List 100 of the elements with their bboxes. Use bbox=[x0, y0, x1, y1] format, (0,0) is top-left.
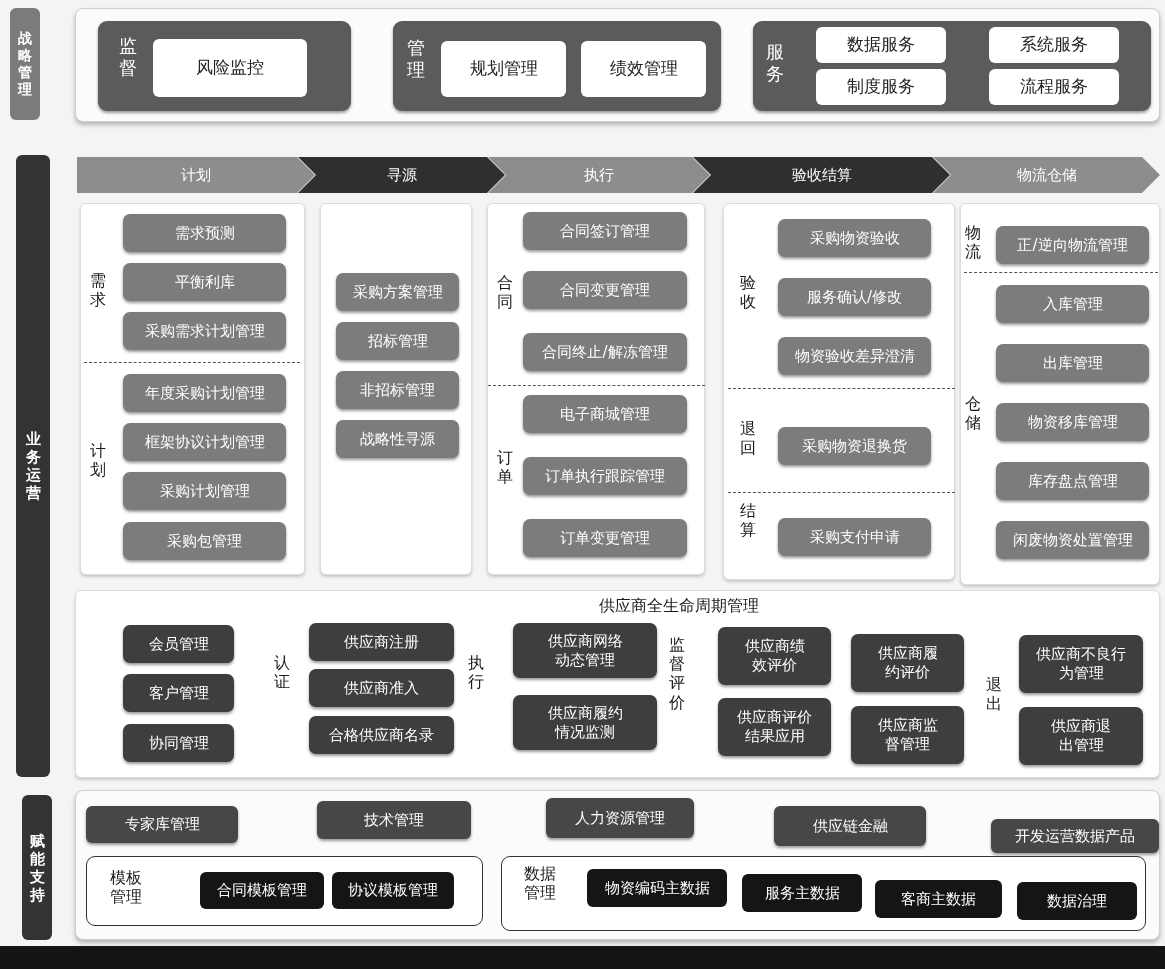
function-box: 流程服务 bbox=[989, 69, 1119, 105]
group-box bbox=[393, 21, 721, 111]
panel-background bbox=[75, 790, 1160, 940]
group-label: 仓储 bbox=[964, 394, 982, 433]
function-box: 技术管理 bbox=[317, 801, 471, 839]
group-box bbox=[753, 21, 1151, 111]
column-card bbox=[80, 203, 305, 575]
phase-banner: 计划 bbox=[77, 157, 315, 193]
group-label: 需求 bbox=[89, 271, 107, 310]
function-box: 系统服务 bbox=[989, 27, 1119, 63]
group-label: 合同 bbox=[496, 273, 514, 312]
function-box: 采购需求计划管理 bbox=[123, 312, 286, 350]
function-box: 数据服务 bbox=[816, 27, 946, 63]
function-box: 采购物资退换货 bbox=[778, 427, 931, 465]
function-box: 年度采购计划管理 bbox=[123, 374, 286, 412]
column-card bbox=[320, 203, 472, 575]
function-box: 框架协议计划管理 bbox=[123, 423, 286, 461]
group-label: 服务 bbox=[765, 41, 785, 85]
function-box: 入库管理 bbox=[996, 285, 1149, 323]
function-box: 合同变更管理 bbox=[523, 271, 687, 309]
function-box: 开发运营数据产品 bbox=[991, 819, 1159, 853]
function-box: 协议模板管理 bbox=[332, 872, 454, 909]
function-box: 供应商网络动态管理 bbox=[513, 623, 657, 678]
panel-background bbox=[75, 8, 1160, 122]
function-box: 采购物资验收 bbox=[778, 219, 931, 257]
function-box: 订单变更管理 bbox=[523, 519, 687, 557]
group-label: 退出 bbox=[985, 675, 1003, 714]
function-box: 战略性寻源 bbox=[336, 420, 459, 458]
section-heading: 供应商全生命周期管理 bbox=[599, 596, 759, 616]
function-box: 物资编码主数据 bbox=[587, 869, 727, 907]
group-label: 物流 bbox=[964, 223, 982, 262]
group-box bbox=[86, 856, 483, 926]
function-box: 客商主数据 bbox=[875, 880, 1002, 918]
function-box: 物资移库管理 bbox=[996, 403, 1149, 441]
function-box: 物资验收差异澄清 bbox=[778, 337, 931, 375]
function-box: 正/逆向物流管理 bbox=[996, 226, 1149, 264]
function-box: 专家库管理 bbox=[86, 806, 238, 843]
function-box: 供应链金融 bbox=[774, 806, 926, 846]
function-box: 客户管理 bbox=[123, 674, 234, 712]
function-box: 采购支付申请 bbox=[778, 518, 931, 556]
layer-label-bar: 业务运营 bbox=[16, 155, 50, 777]
layer-label-bar: 赋能支持 bbox=[22, 795, 52, 940]
function-box: 供应商准入 bbox=[309, 669, 454, 707]
column-card bbox=[960, 203, 1160, 585]
function-box: 平衡利库 bbox=[123, 263, 286, 301]
function-box: 合同终止/解冻管理 bbox=[523, 333, 687, 371]
function-box: 采购计划管理 bbox=[123, 472, 286, 510]
group-label: 管理 bbox=[406, 37, 426, 81]
function-box: 采购方案管理 bbox=[336, 273, 459, 311]
group-label: 监督评价 bbox=[668, 635, 686, 712]
function-box: 供应商履约情况监测 bbox=[513, 695, 657, 750]
phase-banner: 物流仓储 bbox=[933, 157, 1160, 193]
function-box: 合同签订管理 bbox=[523, 212, 687, 250]
column-card bbox=[487, 203, 705, 575]
phase-banner: 寻源 bbox=[298, 157, 505, 193]
function-box: 供应商不良行为管理 bbox=[1019, 635, 1143, 693]
group-label: 监督 bbox=[118, 35, 138, 79]
group-label: 数据管理 bbox=[524, 864, 557, 903]
function-box: 供应商退出管理 bbox=[1019, 707, 1143, 765]
function-box: 供应商评价结果应用 bbox=[718, 698, 831, 756]
function-box: 协同管理 bbox=[123, 724, 234, 762]
group-box bbox=[98, 21, 351, 111]
function-box: 供应商注册 bbox=[309, 623, 454, 661]
phase-banner: 验收结算 bbox=[693, 157, 950, 193]
function-box: 订单执行跟踪管理 bbox=[523, 457, 687, 495]
function-box: 人力资源管理 bbox=[546, 798, 694, 838]
group-label: 结算 bbox=[739, 501, 757, 540]
column-card bbox=[723, 203, 955, 580]
group-label: 执行 bbox=[467, 653, 485, 692]
function-box: 服务主数据 bbox=[742, 874, 862, 912]
group-label: 计划 bbox=[89, 441, 107, 480]
column-card bbox=[75, 590, 1160, 778]
function-box: 绩效管理 bbox=[581, 41, 706, 97]
function-box: 制度服务 bbox=[816, 69, 946, 105]
function-box: 会员管理 bbox=[123, 625, 234, 663]
function-box: 电子商城管理 bbox=[523, 395, 687, 433]
layer-label-bar: 战略管理 bbox=[10, 8, 40, 120]
group-label: 认证 bbox=[273, 653, 291, 692]
function-box: 合同模板管理 bbox=[200, 872, 324, 909]
function-box: 供应商监督管理 bbox=[851, 706, 964, 764]
function-box: 供应商绩效评价 bbox=[718, 627, 831, 685]
group-label: 验收 bbox=[739, 273, 757, 312]
function-box: 合格供应商名录 bbox=[309, 716, 454, 754]
function-box: 非招标管理 bbox=[336, 371, 459, 409]
group-label: 模板管理 bbox=[110, 868, 143, 907]
group-label: 订单 bbox=[496, 448, 514, 487]
function-box: 供应商履约评价 bbox=[851, 634, 964, 692]
function-box: 闲废物资处置管理 bbox=[996, 521, 1149, 559]
function-box: 出库管理 bbox=[996, 344, 1149, 382]
function-box: 采购包管理 bbox=[123, 522, 286, 560]
function-box: 需求预测 bbox=[123, 214, 286, 252]
group-label: 退回 bbox=[739, 419, 757, 458]
function-box: 招标管理 bbox=[336, 322, 459, 360]
function-box: 库存盘点管理 bbox=[996, 462, 1149, 500]
function-box: 规划管理 bbox=[441, 41, 566, 97]
function-box: 数据治理 bbox=[1017, 882, 1137, 920]
function-box: 服务确认/修改 bbox=[778, 278, 931, 316]
phase-banner: 执行 bbox=[488, 157, 710, 193]
function-box: 风险监控 bbox=[153, 39, 307, 97]
group-box bbox=[501, 856, 1146, 931]
